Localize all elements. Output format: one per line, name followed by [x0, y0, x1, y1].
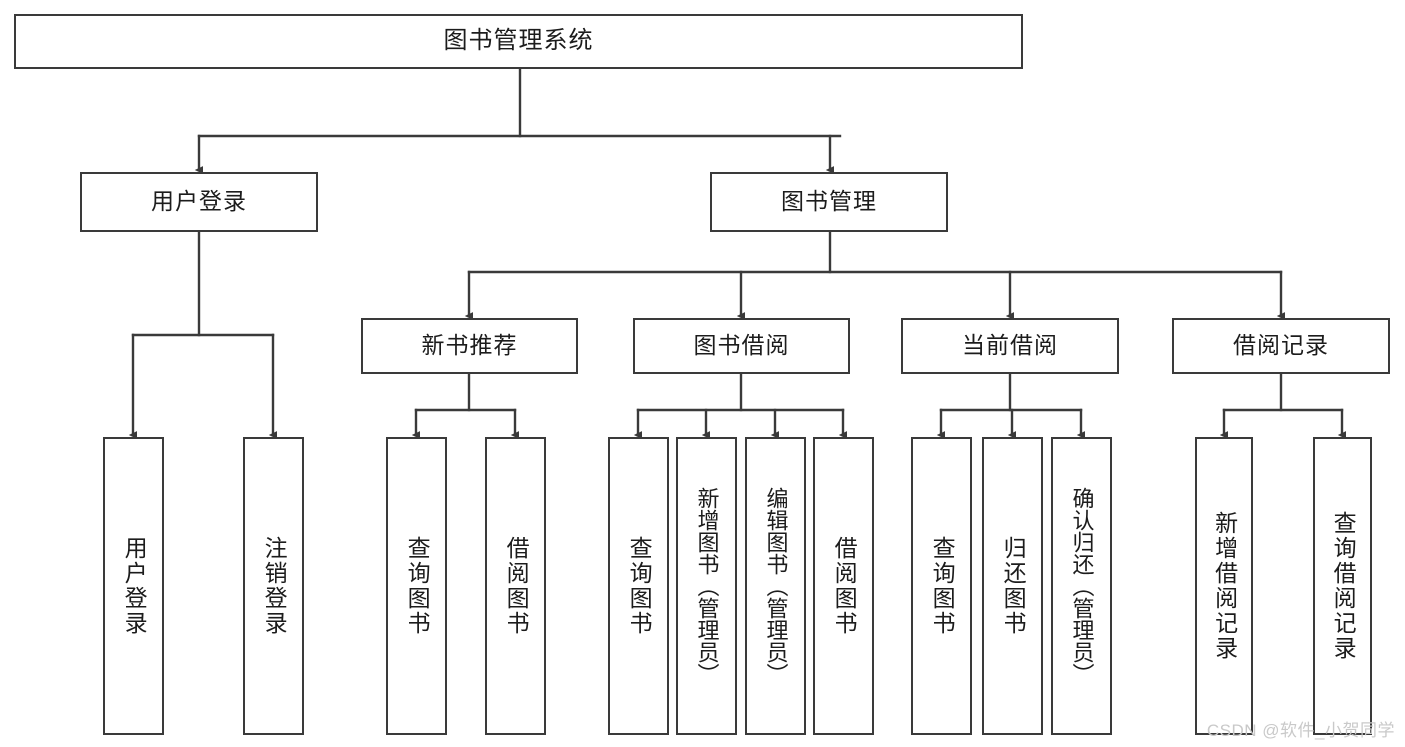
node-leaf-add-borrow-record[interactable]: 新增借阅记录: [1195, 437, 1253, 735]
node-leaf-return-book-label: 归还图书: [1000, 536, 1027, 636]
csdn-watermark: CSDN @软件_小贺同学: [1206, 721, 1395, 740]
node-leaf-query-book-1-label: 查询图书: [404, 536, 431, 636]
node-root[interactable]: 图书管理系统: [14, 14, 1023, 69]
node-current-borrow[interactable]: 当前借阅: [901, 318, 1119, 374]
node-leaf-add-borrow-record-label: 新增借阅记录: [1211, 511, 1238, 661]
node-leaf-edit-book-admin[interactable]: 编辑图书（管理员）: [745, 437, 806, 735]
node-leaf-user-login-label: 用户登录: [121, 536, 148, 636]
node-leaf-user-logout-label: 注销登录: [261, 536, 288, 636]
node-leaf-borrow-book-2-label: 借阅图书: [831, 536, 858, 636]
node-new-book-recommend-label: 新书推荐: [421, 332, 518, 359]
node-user-login[interactable]: 用户登录: [80, 172, 318, 232]
node-leaf-add-book-admin-label: 新增图书（管理员）: [694, 487, 720, 685]
node-borrow-record[interactable]: 借阅记录: [1172, 318, 1390, 374]
node-leaf-borrow-book-2[interactable]: 借阅图书: [813, 437, 874, 735]
node-root-label: 图书管理系统: [443, 27, 594, 55]
node-leaf-return-book[interactable]: 归还图书: [982, 437, 1043, 735]
node-leaf-query-book-3[interactable]: 查询图书: [911, 437, 972, 735]
node-leaf-borrow-book-1[interactable]: 借阅图书: [485, 437, 546, 735]
node-user-login-label: 用户登录: [151, 188, 247, 215]
node-leaf-confirm-return-admin[interactable]: 确认归还（管理员）: [1051, 437, 1112, 735]
node-borrow-record-label: 借阅记录: [1233, 332, 1329, 359]
node-leaf-query-book-2-label: 查询图书: [626, 536, 653, 636]
node-leaf-borrow-book-1-label: 借阅图书: [503, 536, 530, 636]
node-current-borrow-label: 当前借阅: [962, 332, 1058, 359]
node-leaf-query-borrow-record-label: 查询借阅记录: [1330, 511, 1357, 661]
node-leaf-add-book-admin[interactable]: 新增图书（管理员）: [676, 437, 737, 735]
node-book-borrow[interactable]: 图书借阅: [633, 318, 850, 374]
node-leaf-query-borrow-record[interactable]: 查询借阅记录: [1313, 437, 1372, 735]
node-leaf-query-book-3-label: 查询图书: [929, 536, 956, 636]
node-leaf-edit-book-admin-label: 编辑图书（管理员）: [763, 487, 789, 685]
node-leaf-query-book-1[interactable]: 查询图书: [386, 437, 447, 735]
node-leaf-query-book-2[interactable]: 查询图书: [608, 437, 669, 735]
node-leaf-confirm-return-admin-label: 确认归还（管理员）: [1069, 487, 1095, 685]
node-book-borrow-label: 图书借阅: [693, 332, 790, 359]
node-leaf-user-logout[interactable]: 注销登录: [243, 437, 304, 735]
node-book-manage[interactable]: 图书管理: [710, 172, 948, 232]
node-book-manage-label: 图书管理: [781, 188, 877, 215]
node-leaf-user-login[interactable]: 用户登录: [103, 437, 164, 735]
node-new-book-recommend[interactable]: 新书推荐: [361, 318, 578, 374]
